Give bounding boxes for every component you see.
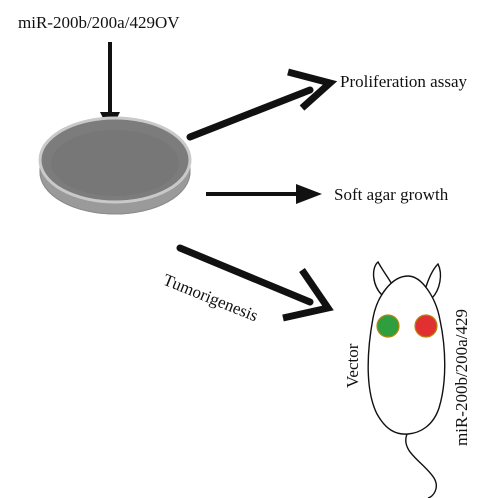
output-soft-agar-label: Soft agar growth <box>334 185 449 204</box>
vector-tumor-marker <box>376 314 400 338</box>
mouse-vector-label: Vector <box>343 343 362 388</box>
output-proliferation-label: Proliferation assay <box>340 72 467 91</box>
arrow-proliferation-icon <box>186 68 338 141</box>
mouse-mir-label: miR-200b/200a/429 <box>452 309 471 446</box>
top-label: miR-200b/200a/429OV <box>18 13 180 32</box>
arrow-soft-agar-icon <box>206 184 322 204</box>
petri-dish-icon <box>38 116 192 215</box>
arrow-tumorigenesis-icon <box>176 244 334 322</box>
mouse-icon <box>367 260 446 498</box>
mir-tumor-marker <box>414 314 438 338</box>
